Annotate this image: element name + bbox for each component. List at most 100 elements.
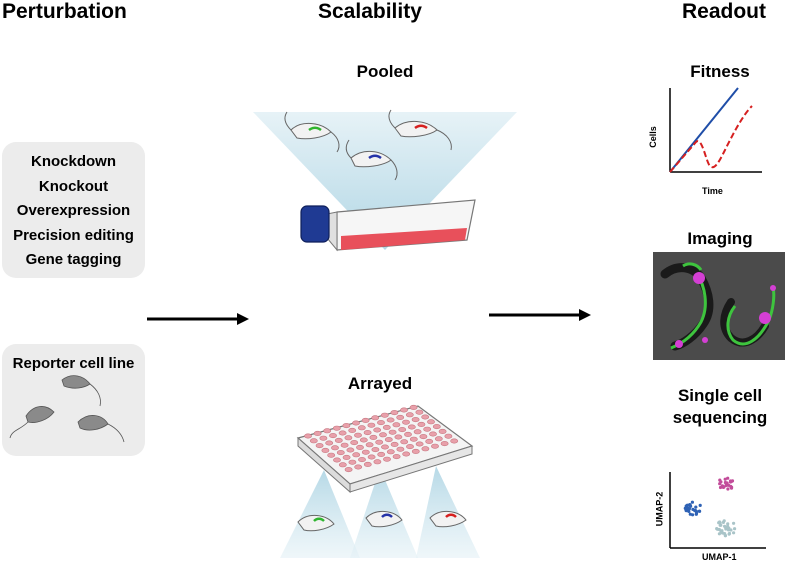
plate-well xyxy=(432,424,441,430)
umap-point xyxy=(719,480,723,484)
method-precision-editing: Precision editing xyxy=(13,226,134,244)
umap-point xyxy=(720,531,725,535)
plate-well xyxy=(315,443,324,449)
plate-well xyxy=(419,434,428,440)
plate-well xyxy=(381,444,389,450)
plate-well xyxy=(367,454,376,460)
imaging-micrograph xyxy=(653,252,785,360)
plate-well xyxy=(344,435,353,441)
plate-well xyxy=(388,429,397,435)
plate-well xyxy=(390,410,399,416)
plate-well xyxy=(434,436,443,442)
plate-well xyxy=(394,434,403,440)
arrow-scalability-to-readout xyxy=(489,309,591,321)
plate-well xyxy=(450,438,459,444)
plate-well xyxy=(438,428,447,434)
reporter-parasites-illustration xyxy=(9,375,125,443)
plate-well xyxy=(396,414,405,420)
plate-well xyxy=(377,451,386,457)
plate-well xyxy=(402,419,410,425)
plate-well xyxy=(371,415,380,421)
method-knockdown: Knockdown xyxy=(31,153,116,170)
umap-cluster-pink xyxy=(718,476,735,491)
plate-well xyxy=(404,431,412,437)
plate-well xyxy=(336,450,345,456)
plate-well xyxy=(398,427,407,433)
plate-well xyxy=(365,442,374,448)
plate-well xyxy=(377,420,385,426)
plate-well xyxy=(384,437,393,443)
plate-well xyxy=(413,429,422,435)
umap-point xyxy=(732,521,736,525)
plate-well xyxy=(444,433,453,439)
umap-point xyxy=(727,532,731,536)
plate-well xyxy=(421,446,430,452)
umap-point xyxy=(729,528,733,532)
umap-point xyxy=(732,531,736,535)
plate-well xyxy=(323,428,332,434)
umap-point xyxy=(698,503,702,507)
umap-point xyxy=(687,509,691,513)
plate-well xyxy=(379,432,387,438)
umap-point xyxy=(693,509,697,513)
plate-well xyxy=(386,417,395,423)
plate-well xyxy=(346,447,355,453)
plate-well xyxy=(380,412,389,418)
reporter-panel: Reporter cell line xyxy=(2,344,145,456)
plate-well xyxy=(367,422,376,428)
arrow-perturbation-to-scalability xyxy=(147,313,249,325)
umap-point xyxy=(719,523,723,527)
plate-well xyxy=(407,424,416,430)
reporter-label: Reporter cell line xyxy=(12,355,135,372)
plate-well xyxy=(425,438,434,444)
fitness-plot xyxy=(669,87,762,173)
plate-well xyxy=(329,433,337,439)
plate-well xyxy=(357,425,366,431)
plate-well xyxy=(321,447,330,453)
pooled-parasite-blue xyxy=(345,139,398,181)
plate-well xyxy=(361,417,370,423)
method-gene-tagging: Gene tagging xyxy=(25,251,122,268)
plate-well xyxy=(363,430,372,436)
plate-well xyxy=(400,407,408,413)
plate-well xyxy=(402,451,411,457)
imaging-kinetoplast-1 xyxy=(675,340,683,348)
plate-well xyxy=(415,441,424,447)
plate-well xyxy=(354,464,363,470)
plate-well xyxy=(431,443,439,449)
plate-well xyxy=(386,449,395,455)
plate-well xyxy=(427,419,435,425)
umap-plot xyxy=(669,472,766,549)
umap-point xyxy=(694,511,699,515)
umap-point xyxy=(725,526,729,530)
umap-point xyxy=(694,505,698,509)
pooled-parasite-green xyxy=(284,111,340,153)
scalability-header: Scalability xyxy=(318,0,422,23)
plate-well xyxy=(411,417,420,423)
plate-well xyxy=(338,462,347,468)
imaging-flagellum-2 xyxy=(726,285,776,346)
plate-well xyxy=(421,414,430,420)
fitness-xlabel: Time xyxy=(702,186,723,196)
plate-well xyxy=(371,447,380,453)
fitness-mutant-dashed-line xyxy=(669,105,753,173)
plate-well xyxy=(359,437,368,443)
readout-header: Readout xyxy=(682,0,766,23)
plate-well xyxy=(332,425,341,431)
plate-well xyxy=(342,423,351,429)
plate-well xyxy=(304,433,312,439)
method-overexpression: Overexpression xyxy=(16,202,131,219)
plate-well xyxy=(334,437,343,443)
well-plate xyxy=(296,404,474,494)
plate-well xyxy=(350,440,359,446)
umap-point xyxy=(723,524,727,528)
umap-point xyxy=(721,485,725,489)
plate-well xyxy=(352,452,361,458)
plate-well xyxy=(333,457,341,463)
sequencing-title-line1: Single cell xyxy=(677,386,763,405)
umap-cluster-grey xyxy=(715,519,737,538)
umap-point xyxy=(726,476,730,480)
imaging-kinetoplast-2 xyxy=(770,285,776,291)
plate-well xyxy=(382,424,391,430)
plate-well xyxy=(331,445,339,451)
